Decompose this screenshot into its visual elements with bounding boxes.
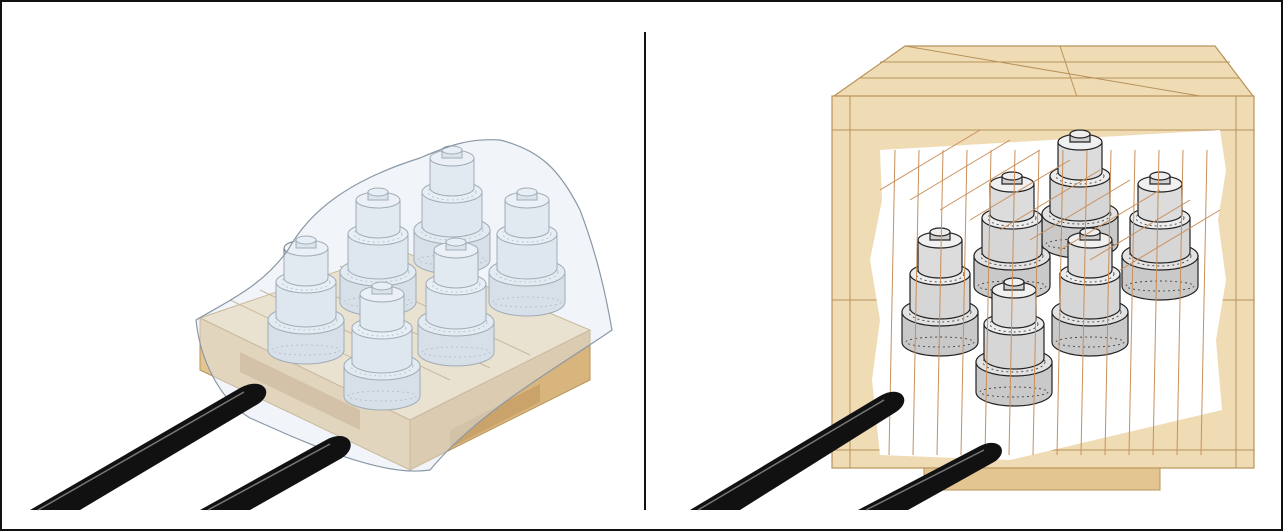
figure-frame	[0, 0, 1283, 531]
packaging-diagram	[0, 0, 1283, 531]
